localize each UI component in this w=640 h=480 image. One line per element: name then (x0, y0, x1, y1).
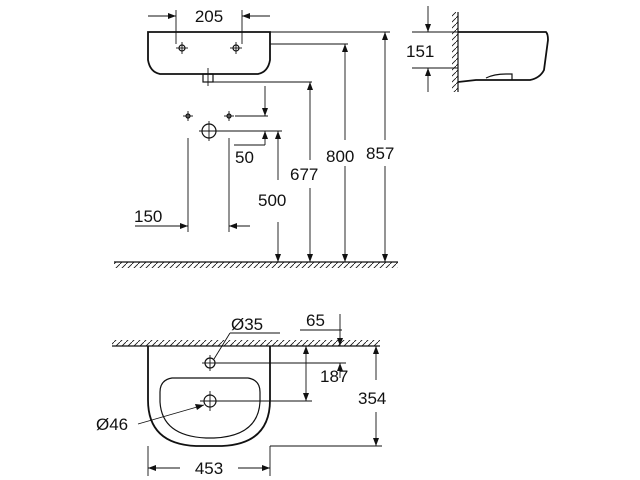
fixing-left-icon (183, 111, 193, 121)
basin-plan-outer (147, 346, 271, 447)
dim-151: 151 (406, 42, 434, 61)
dim-205: 205 (195, 7, 223, 26)
floor-line (114, 261, 398, 268)
basin-side-outline (457, 31, 549, 83)
dim-354: 354 (358, 389, 386, 408)
side-view: 151 (406, 6, 549, 92)
fixing-right-icon (224, 111, 234, 121)
dim-150: 150 (134, 207, 162, 226)
tap-hole-left-icon (176, 42, 188, 54)
dim-857: 857 (366, 144, 394, 163)
dim-diameter-35: Ø35 (231, 315, 263, 334)
basin-front-outline (147, 31, 271, 75)
dim-diameter-46: Ø46 (96, 415, 128, 434)
dim-65: 65 (306, 311, 325, 330)
tap-hole-plan-icon (202, 355, 218, 371)
dim-800: 800 (326, 147, 354, 166)
dim-187: 187 (320, 367, 348, 386)
tap-hole-right-icon (230, 42, 242, 54)
dim-453: 453 (195, 459, 223, 478)
front-view: 205 150 50 (114, 7, 398, 268)
waste-outlet-icon (199, 121, 219, 141)
plan-view: Ø35 65 187 354 Ø46 453 (96, 311, 386, 478)
dim-677: 677 (290, 165, 318, 184)
dim-500: 500 (258, 191, 286, 210)
dim-50: 50 (235, 148, 254, 167)
basin-plan-inner (159, 377, 261, 439)
